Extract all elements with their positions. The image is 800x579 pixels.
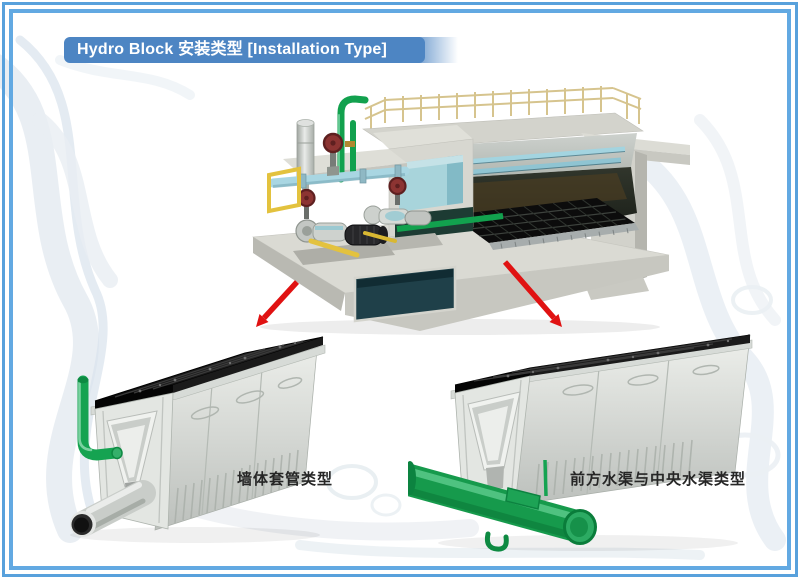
installation-overview-illustration — [252, 86, 690, 335]
channel-shadow — [70, 527, 320, 543]
wall-sleeve-channel-illustration — [70, 336, 326, 543]
arrow-down-right-icon — [502, 260, 562, 327]
hydro-block-grid — [451, 198, 639, 250]
caption-front-central-channel-type: 前方水渠与中央水渠类型 — [570, 471, 747, 488]
green-stub-pipe — [543, 459, 548, 497]
channel-side-face — [514, 334, 751, 506]
green-channel-pipe — [408, 461, 597, 552]
green-inlet-pipe — [77, 375, 123, 461]
chamber-green-pipe — [396, 213, 504, 232]
wall-sleeve-pipe — [70, 480, 156, 537]
channel-grate — [450, 334, 753, 400]
channel-end-face — [454, 375, 531, 506]
channel-shadow — [438, 535, 738, 551]
header-pipe — [268, 164, 410, 189]
page-title: Hydro Block 安装类型 [Installation Type] — [64, 37, 425, 63]
front-central-channel-illustration — [408, 334, 753, 552]
valve-handwheels — [297, 132, 407, 219]
railing — [364, 86, 642, 131]
caption-wall-sleeve-type: 墙体套管类型 — [237, 471, 334, 488]
yellow-guard-rails — [267, 166, 397, 258]
arrow-down-left-icon — [256, 280, 300, 327]
